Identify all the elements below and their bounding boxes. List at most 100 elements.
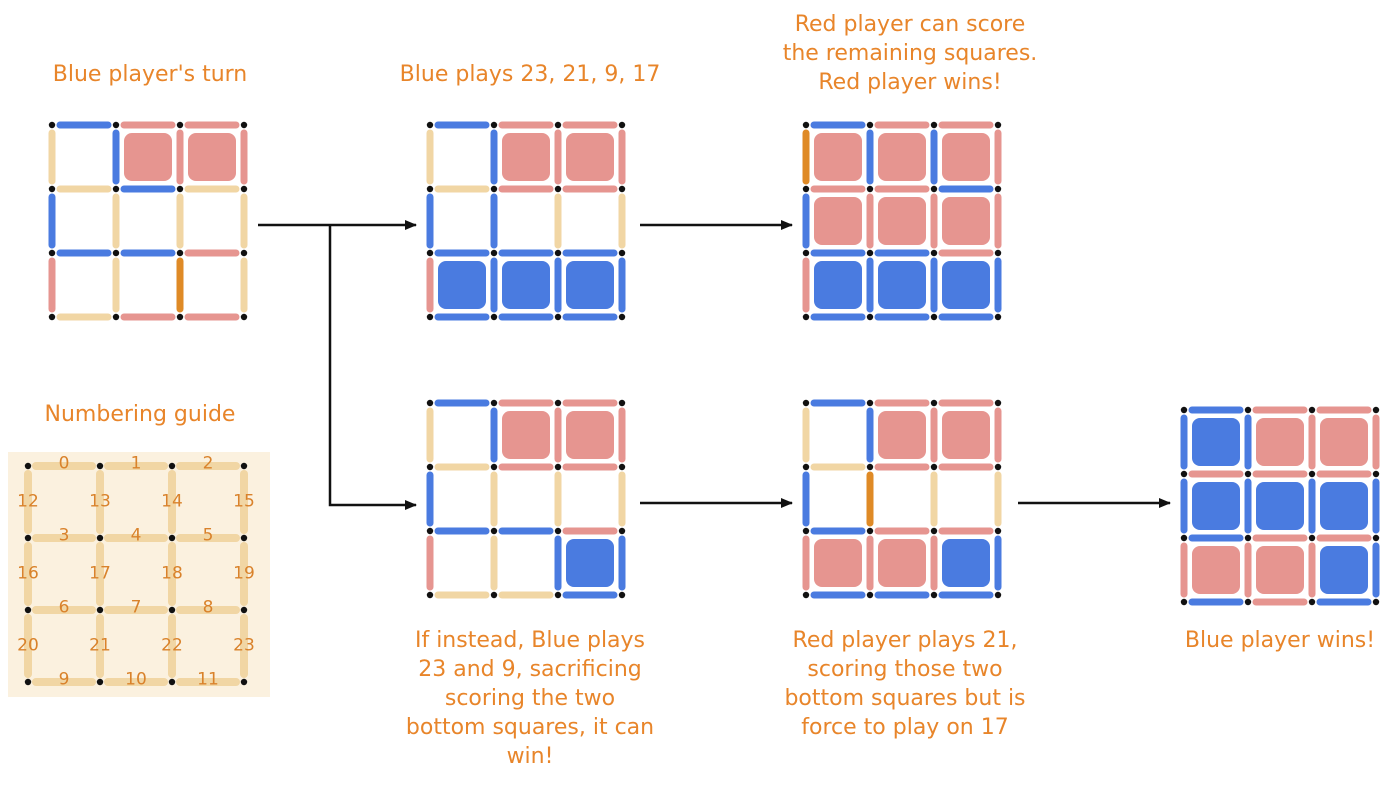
board-blue-plays-dot [426,313,434,321]
board-blue-wins-dot [1244,470,1252,478]
guide-dot [24,606,32,614]
board-if-instead-box-8 [566,539,614,587]
board-red-plays-21-dot [866,463,874,471]
board-blue-plays-box-7 [502,261,550,309]
board-blue-turn-dot [48,121,56,129]
board-red-wins-dot [994,313,1002,321]
board-if-instead-dot [426,591,434,599]
board-blue-wins-box-5 [1320,482,1368,530]
caption-red-plays-21: Red player plays 21, scoring those two b… [784,628,1026,740]
board-blue-plays-dot [554,121,562,129]
board-if-instead-dot [426,527,434,535]
board-blue-plays-dot [426,185,434,193]
guide-label-18: 18 [161,563,183,584]
board-blue-wins-dot [1372,406,1380,414]
board-red-wins-box-4 [878,197,926,245]
board-if-instead-dot [490,591,498,599]
guide-dot [240,606,248,614]
board-blue-wins-dot [1180,470,1188,478]
board-blue-wins-dot [1180,598,1188,606]
guide-label-14: 14 [161,491,183,512]
guide-label-7: 7 [130,597,142,618]
guide-label-15: 15 [233,491,255,512]
guide-label-4: 4 [130,525,142,546]
board-blue-wins-box-0 [1192,418,1240,466]
board-blue-plays-dot [554,313,562,321]
board-if-instead-dot [426,463,434,471]
board-blue-wins-dot [1244,406,1252,414]
board-red-plays-21-dot [930,527,938,535]
board-red-plays-21-dot [866,527,874,535]
guide-label-5: 5 [202,525,214,546]
board-red-plays-21-box-7 [878,539,926,587]
board-blue-wins-dot [1308,406,1316,414]
board-blue-wins-dot [1244,598,1252,606]
board-red-wins-box-7 [878,261,926,309]
board-red-wins-dot [930,185,938,193]
caption-if-instead: If instead, Blue plays 23 and 9, sacrifi… [405,628,655,769]
board-if-instead-dot [554,591,562,599]
board-blue-wins-dot [1372,598,1380,606]
board-red-wins-dot [802,121,810,129]
guide-label-13: 13 [89,491,111,512]
board-blue-turn-dot [176,313,184,321]
board-blue-turn-dot [48,185,56,193]
guide-label-19: 19 [233,563,255,584]
caption-blue-plays: Blue plays 23, 21, 9, 17 [399,62,661,87]
board-red-plays-21-dot [930,463,938,471]
guide-dot [96,606,104,614]
board-blue-plays-box-1 [502,133,550,181]
guide-label-21: 21 [89,635,111,656]
board-red-wins-box-8 [942,261,990,309]
board-if-instead-dot [490,399,498,407]
board-blue-plays-dot [554,249,562,257]
board-blue-turn-dot [48,313,56,321]
guide-dot [96,678,104,686]
board-red-wins-dot [866,249,874,257]
board-red-plays-21-dot [994,527,1002,535]
board-blue-turn-dot [240,249,248,257]
board-blue-plays-dot [554,185,562,193]
guide-dot [24,678,32,686]
guide-label-23: 23 [233,635,255,656]
guide-dot [168,462,176,470]
board-blue-wins-box-4 [1256,482,1304,530]
board-red-plays-21-dot [802,399,810,407]
board-if-instead-dot [490,463,498,471]
board-blue-turn-dot [240,313,248,321]
guide-dot [96,534,104,542]
board-blue-plays-dot [490,121,498,129]
guide-dot [168,606,176,614]
board-red-wins-dot [994,185,1002,193]
board-red-plays-21-dot [994,463,1002,471]
board-red-wins-dot [930,121,938,129]
guide-label-17: 17 [89,563,111,584]
caption-blue-turn: Blue player's turn [52,62,248,87]
board-if-instead-box-2 [566,411,614,459]
guide-dot [168,534,176,542]
board-blue-plays-dot [426,249,434,257]
board-red-plays-21-dot [930,399,938,407]
board-red-wins-dot [930,313,938,321]
board-blue-turn-dot [176,185,184,193]
board-blue-plays-dot [426,121,434,129]
board-red-plays-21-dot [866,591,874,599]
board-red-wins-box-3 [814,197,862,245]
board-blue-plays-dot [618,249,626,257]
board-blue-turn-dot [240,121,248,129]
guide-label-22: 22 [161,635,183,656]
board-blue-wins-box-7 [1256,546,1304,594]
guide-label-20: 20 [17,635,39,656]
board-red-plays-21-dot [802,527,810,535]
board-red-plays-21-dot [930,591,938,599]
board-if-instead-dot [490,527,498,535]
board-red-wins-box-0 [814,133,862,181]
board-blue-wins-box-1 [1256,418,1304,466]
board-blue-plays-dot [490,249,498,257]
board-blue-plays-dot [618,185,626,193]
board-red-plays-21-box-2 [942,411,990,459]
board-if-instead-dot [426,399,434,407]
board-red-plays-21-box-1 [878,411,926,459]
guide-label-3: 3 [58,525,70,546]
board-red-wins-box-2 [942,133,990,181]
